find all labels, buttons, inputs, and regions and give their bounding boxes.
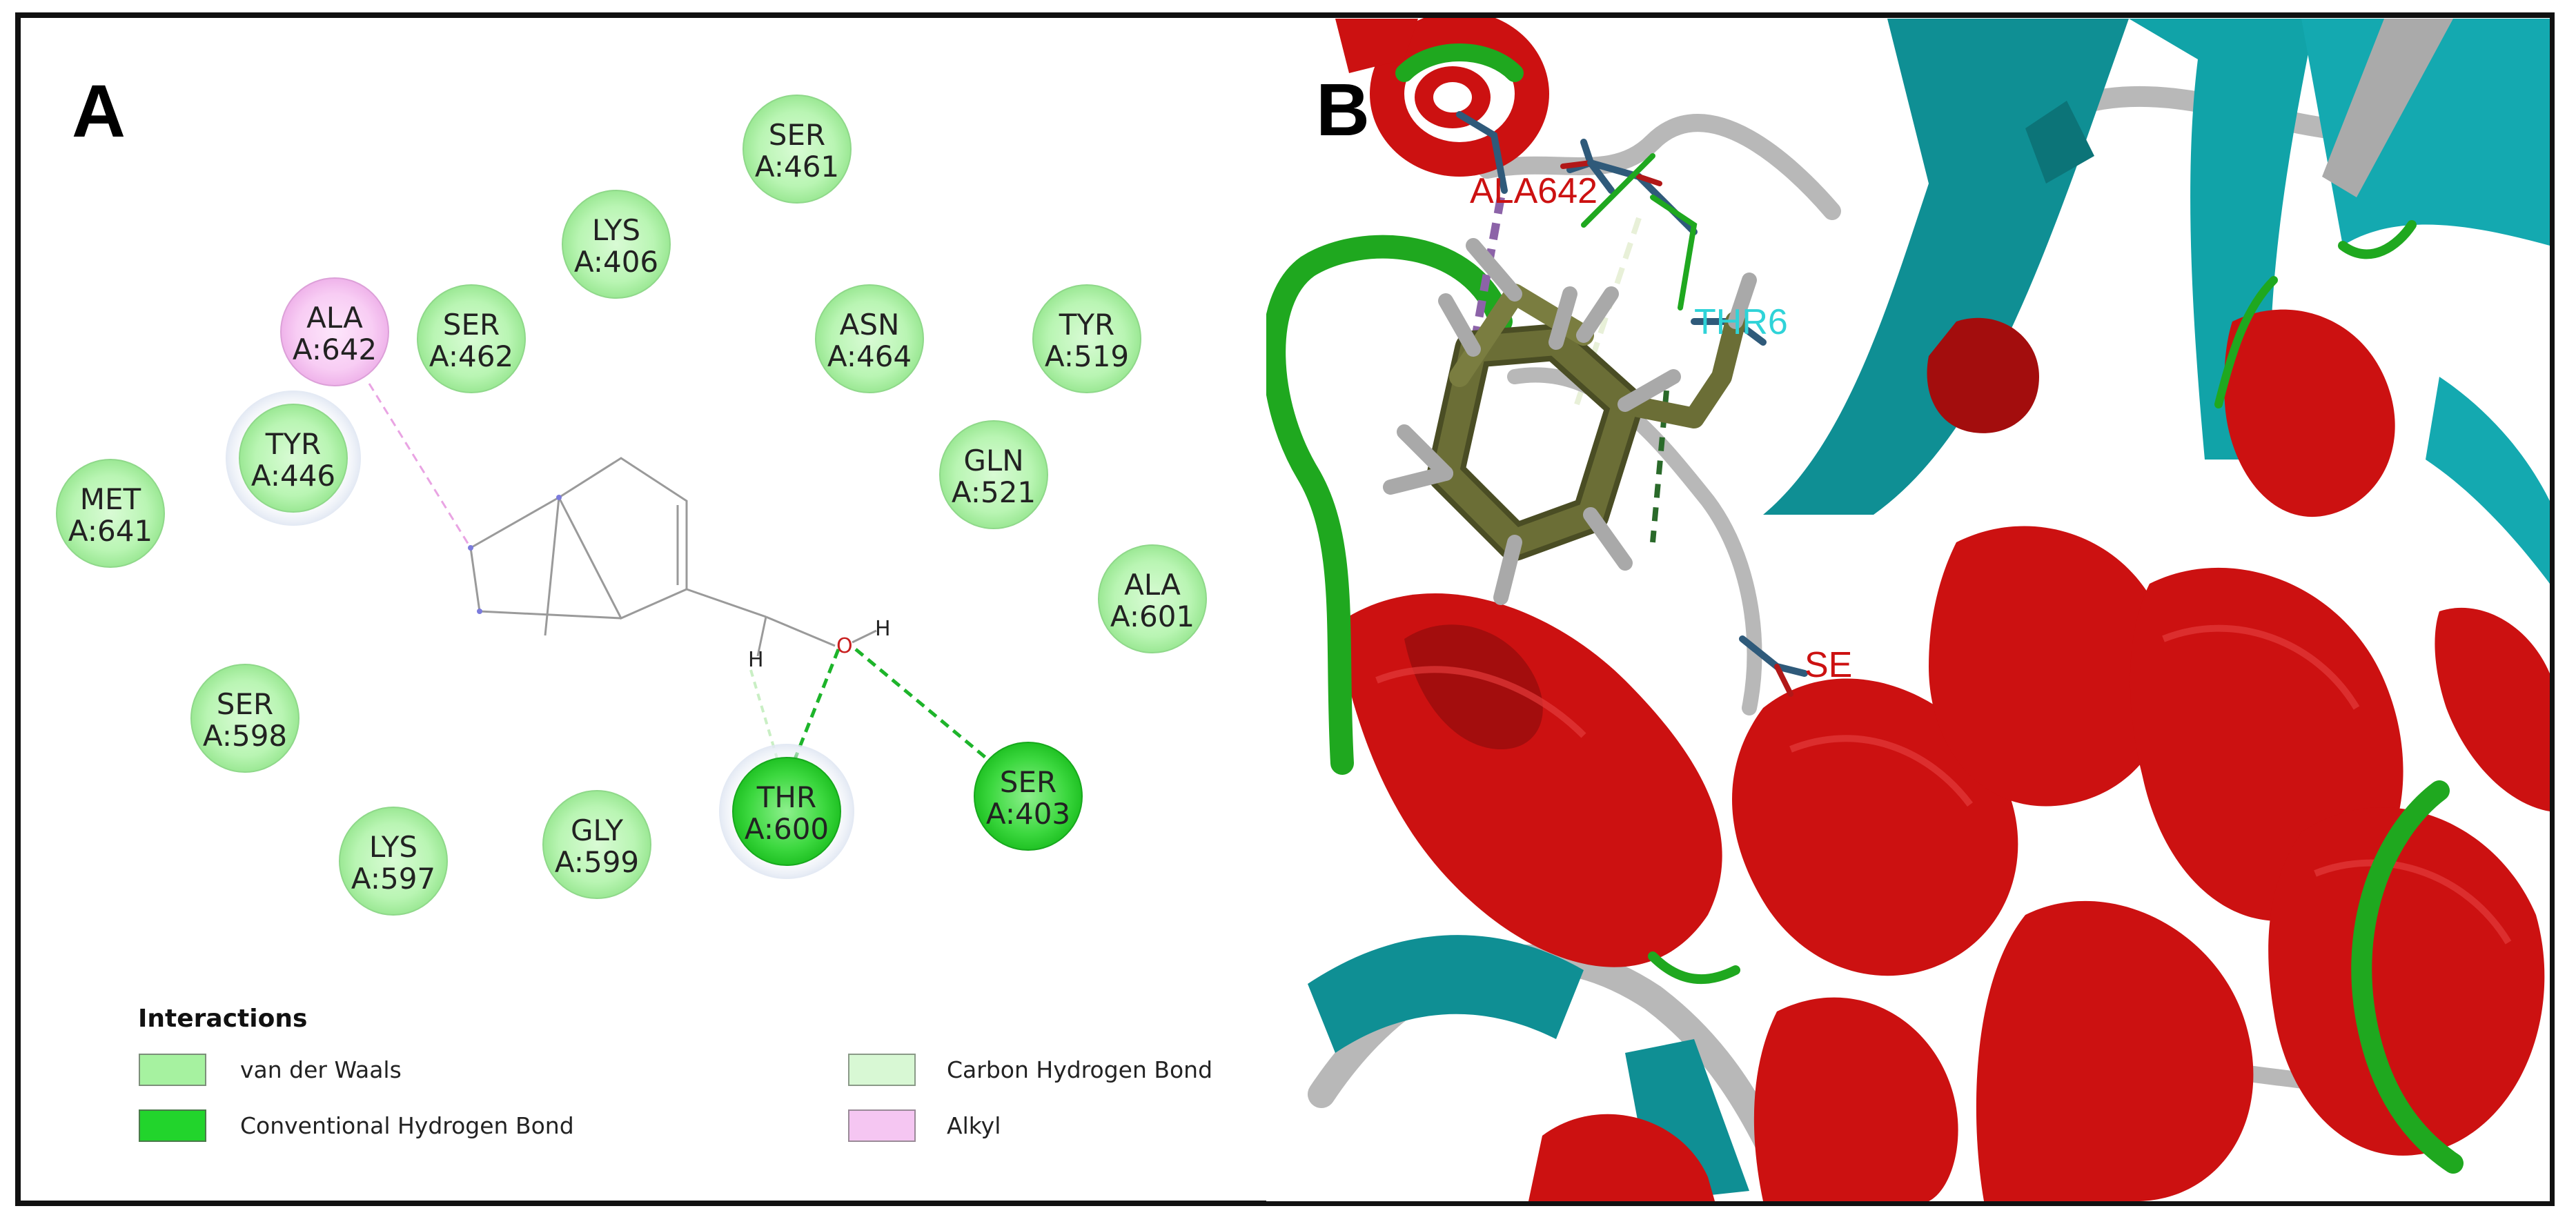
residue-name: TYR [265, 427, 322, 461]
residue-name: GLN [963, 444, 1023, 477]
legend-label-conventional-hbond: Conventional Hydrogen Bond [240, 1112, 574, 1139]
ligand-structure [468, 457, 877, 657]
residue-chain-id: A:462 [429, 339, 513, 373]
helix-highlights [1375, 624, 2512, 945]
residue-chain-id: A:641 [68, 514, 153, 548]
residue-chain-id: A:403 [986, 797, 1070, 831]
residue-name: ASN [840, 308, 900, 342]
legend-label-vdw: van der Waals [240, 1056, 402, 1083]
ligand-atom-h2: H [875, 617, 891, 641]
legend-swatch-carbon-hbond [848, 1054, 916, 1086]
residue-name: MET [80, 482, 141, 516]
residue-name: LYS [369, 830, 417, 864]
residue-disc [239, 404, 348, 513]
legend-swatch-vdw [139, 1054, 206, 1086]
legend-swatch-alkyl [848, 1109, 916, 1142]
residue-disc [732, 757, 841, 866]
residue-disc [562, 190, 671, 299]
label-ser: SE [1805, 645, 1852, 685]
ligand-atom-o: O [836, 634, 853, 658]
ligand-3d [1383, 238, 1757, 605]
interaction-lines [368, 383, 1002, 793]
residue-disc [974, 742, 1083, 851]
panel-b-label: B [1316, 68, 1370, 151]
label-thr: THR6 [1694, 302, 1788, 342]
residue-chain-id: A:599 [555, 845, 639, 879]
residue-chain-id: A:642 [293, 333, 377, 366]
residue-chain-id: A:601 [1110, 600, 1194, 633]
residue-disc [743, 95, 852, 204]
residue-name: SER [769, 118, 825, 152]
residue-chain-id: A:600 [745, 812, 829, 846]
residue-sticks [1456, 111, 1808, 697]
residue-disc [339, 807, 448, 916]
residue-disc [417, 284, 526, 393]
residue-nodes: SERA:461LYSA:406ALAA:642SERA:462ASNA:464… [56, 95, 1207, 916]
residue-chain-id: A:464 [827, 339, 912, 373]
interaction-legend: Interactions van der Waals Conventional … [138, 1005, 1212, 1142]
protein-3d-render: ALA642 THR6 SE [1266, 18, 2550, 1201]
interaction-diagram-svg: H O H SERA:461LYSA:406ALAA:642SERA:462AS… [56, 95, 1212, 1142]
residue-chain-id: A:521 [952, 475, 1036, 509]
residue-chain-id: A:597 [351, 862, 435, 896]
residue-name: TYR [1059, 308, 1115, 342]
residue-name: SER [217, 687, 273, 721]
residue-disc [815, 284, 924, 393]
alpha-helices [1335, 18, 2550, 1201]
residue-name: LYS [592, 213, 640, 247]
panel-b-3d-structure: ALA642 THR6 SE B [1266, 18, 2550, 1201]
ligand-atom-h1: H [748, 648, 764, 672]
residue-disc [190, 664, 299, 773]
hbond-line-ser403 [854, 648, 1002, 771]
residue-disc [1032, 284, 1141, 393]
legend-title: Interactions [138, 1005, 307, 1033]
residue-chain-id: A:598 [203, 719, 287, 753]
residue-disc [1098, 544, 1207, 653]
residue-name: SER [1000, 765, 1056, 799]
panel-a-label: A [72, 69, 126, 152]
legend-label-carbon-hbond: Carbon Hydrogen Bond [947, 1056, 1212, 1083]
residue-chain-id: A:519 [1045, 339, 1129, 373]
panel-a-interaction-diagram: A [21, 18, 1256, 1201]
figure-frame [15, 12, 2555, 1206]
legend-label-alkyl: Alkyl [947, 1112, 1001, 1139]
legend-swatch-conventional-hbond [139, 1109, 206, 1142]
residue-chain-id: A:406 [574, 245, 658, 279]
residue-disc [280, 277, 389, 386]
residue-disc [939, 420, 1048, 529]
residue-name: SER [443, 308, 500, 342]
residue-chain-id: A:461 [755, 150, 839, 184]
residue-name: THR [756, 780, 816, 814]
residue-chain-id: A:446 [251, 459, 335, 493]
residue-name: GLY [571, 813, 623, 847]
residue-name: ALA [306, 301, 363, 335]
label-ala642: ALA642 [1470, 171, 1597, 211]
residue-name: ALA [1124, 568, 1181, 602]
alkyl-interaction-line [368, 383, 472, 549]
green-coils [1266, 43, 2464, 1174]
residue-disc [542, 790, 651, 899]
residue-disc [56, 459, 165, 568]
